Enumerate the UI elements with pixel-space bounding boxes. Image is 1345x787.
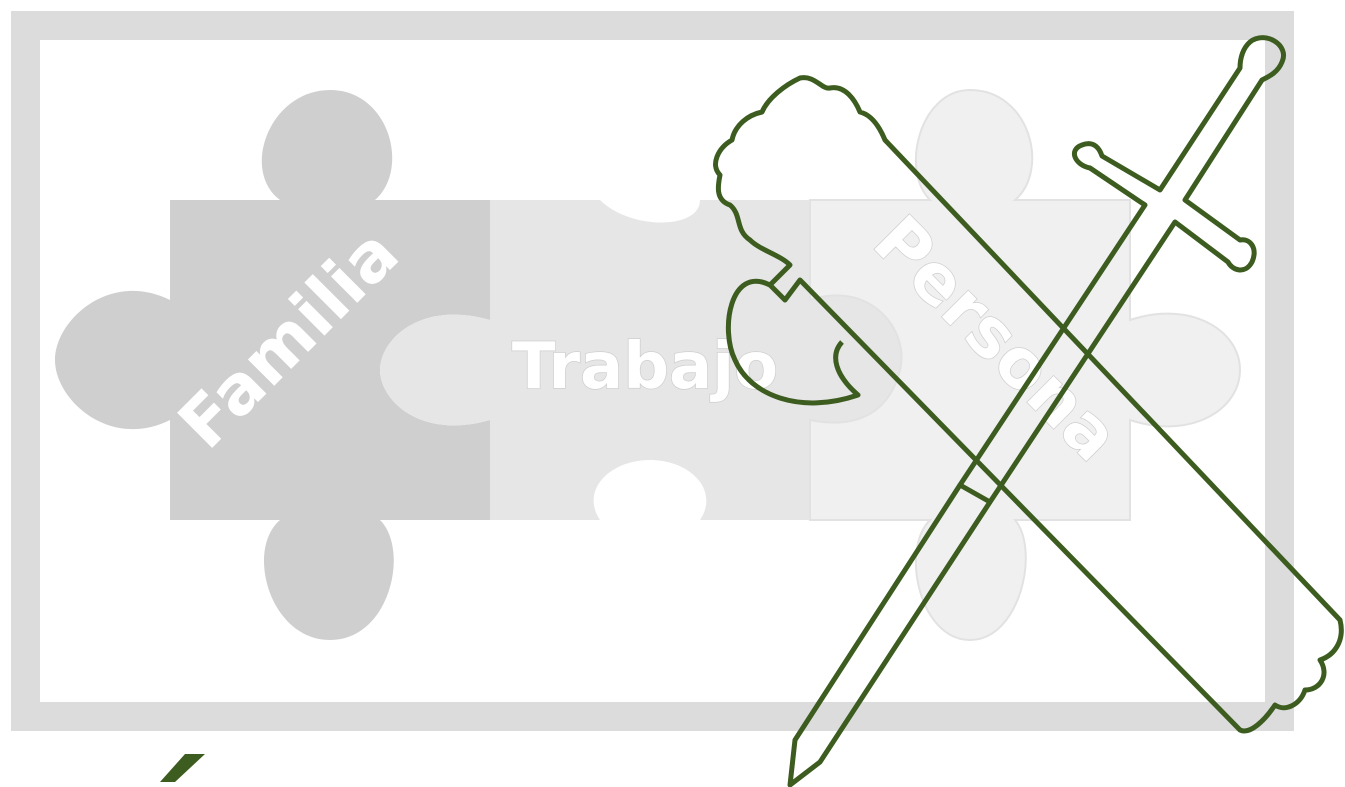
puzzle-piece-familia: Familia (55, 90, 490, 640)
puzzle-piece-trabajo: Trabajo (380, 200, 902, 520)
emblem (713, 35, 1344, 787)
piece-label-trabajo: Trabajo (512, 330, 778, 404)
accent-mark-icon (160, 754, 205, 782)
sword-icon (787, 35, 1286, 787)
fasces-axe-icon (713, 75, 1344, 734)
